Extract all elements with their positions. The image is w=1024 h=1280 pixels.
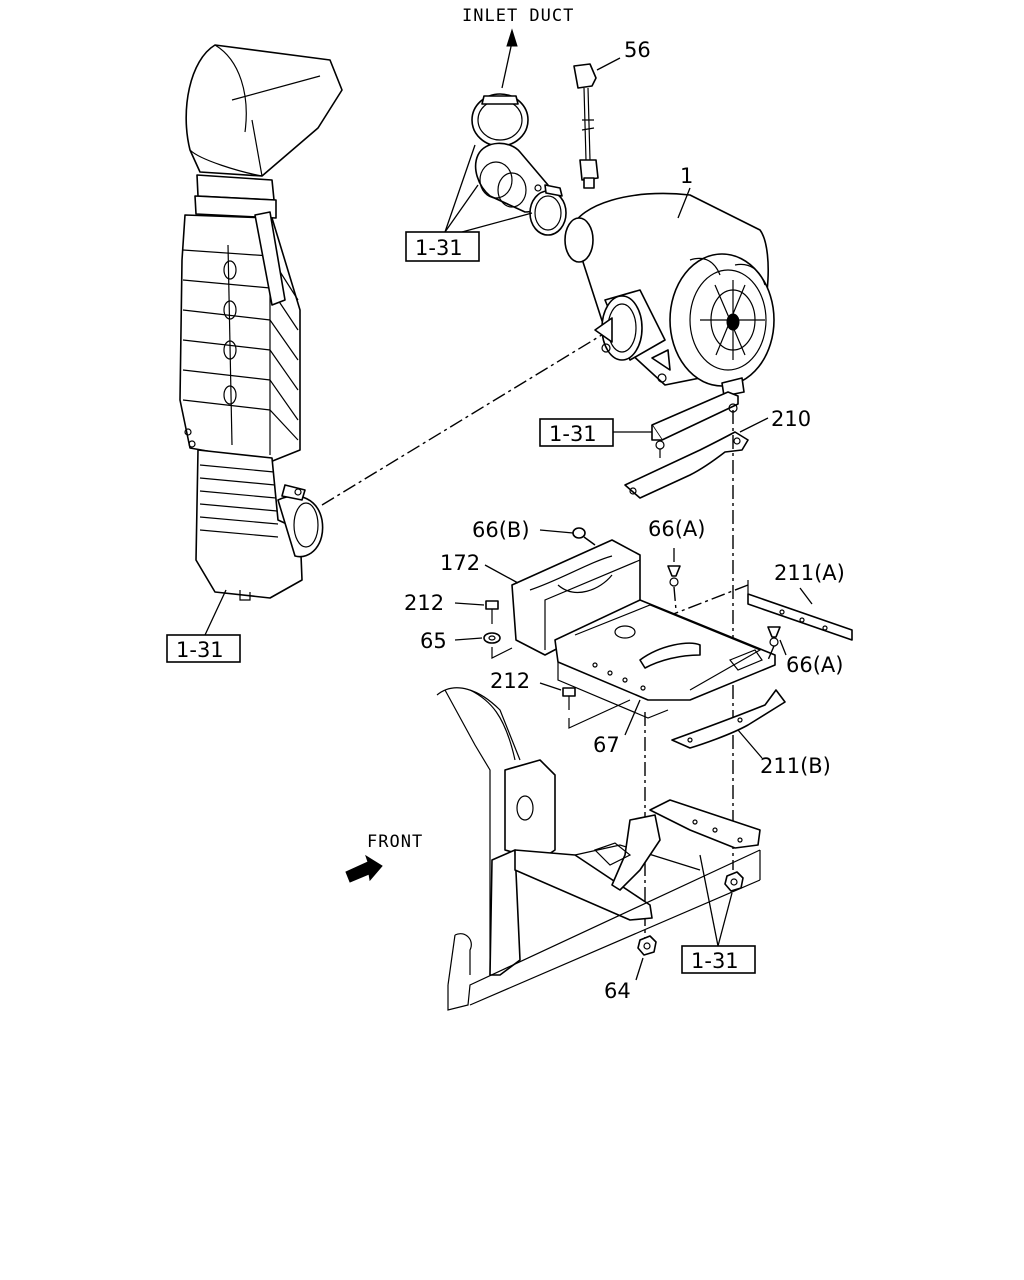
callout-1: 1 (680, 164, 693, 188)
ref-box-top-clamps: 1-31 (405, 144, 533, 262)
front-indicator: FRONT (345, 832, 423, 883)
strap-210: 210 (624, 407, 811, 499)
sensor-56: 56 (573, 38, 651, 189)
ref-box-bottom-mount: 1-31 (681, 854, 756, 974)
bracket-assembly (651, 391, 739, 458)
callout-65: 65 (420, 629, 447, 653)
callout-66a-top: 66(A) (648, 517, 705, 541)
ref-bracket-label: 1-31 (549, 422, 597, 446)
air-cleaner-1: 1 (564, 164, 775, 397)
callout-211b: 211(B) (760, 754, 831, 778)
plate-67: 67 (554, 599, 776, 757)
ref-left-hose-label: 1-31 (176, 638, 224, 662)
bolt-212-top: 212 (404, 591, 499, 624)
nut-bottom-right (724, 871, 744, 892)
ref-box-bracket: 1-31 (539, 418, 652, 447)
inlet-duct-arrowhead (506, 28, 518, 47)
inlet-duct-arrow-line (501, 41, 513, 89)
callout-66b: 66(B) (472, 518, 530, 542)
hose-ribs (182, 244, 299, 455)
inlet-clamps (471, 93, 567, 236)
bracket-172: 172 (440, 539, 641, 656)
fastener-66a-right: 66(A) (767, 626, 843, 677)
callout-212-top: 212 (404, 591, 444, 615)
washer-65: 65 (420, 629, 513, 659)
chassis-frame (436, 687, 761, 1011)
front-arrow-icon (345, 854, 383, 883)
bellows-ribs (199, 464, 279, 538)
front-label: FRONT (367, 832, 423, 852)
bolt-212-bottom: 212 (490, 669, 631, 729)
ref-top-clamps-label: 1-31 (415, 236, 463, 260)
nut-64: 64 (604, 935, 657, 1003)
fastener-66a-top: 66(A) (648, 517, 705, 611)
plate-211b: 211(B) (671, 689, 831, 778)
inlet-duct-indicator: INLET DUCT (462, 6, 574, 89)
callout-172: 172 (440, 551, 480, 575)
inlet-duct-label: INLET DUCT (462, 6, 574, 26)
callout-210: 210 (771, 407, 811, 431)
dash-66b (583, 536, 596, 546)
callout-67: 67 (593, 733, 620, 757)
callout-66a-right: 66(A) (786, 653, 843, 677)
fastener-66b: 66(B) (472, 518, 586, 542)
ref-bottom-mount-label: 1-31 (691, 949, 739, 973)
callout-56: 56 (624, 38, 651, 62)
callout-64: 64 (604, 979, 631, 1003)
intake-hose-assembly (179, 44, 343, 601)
hose-to-cleaner-line (321, 332, 606, 506)
ref-box-left-hose: 1-31 (166, 589, 241, 663)
callout-211a: 211(A) (774, 561, 845, 585)
callout-212-bottom: 212 (490, 669, 530, 693)
